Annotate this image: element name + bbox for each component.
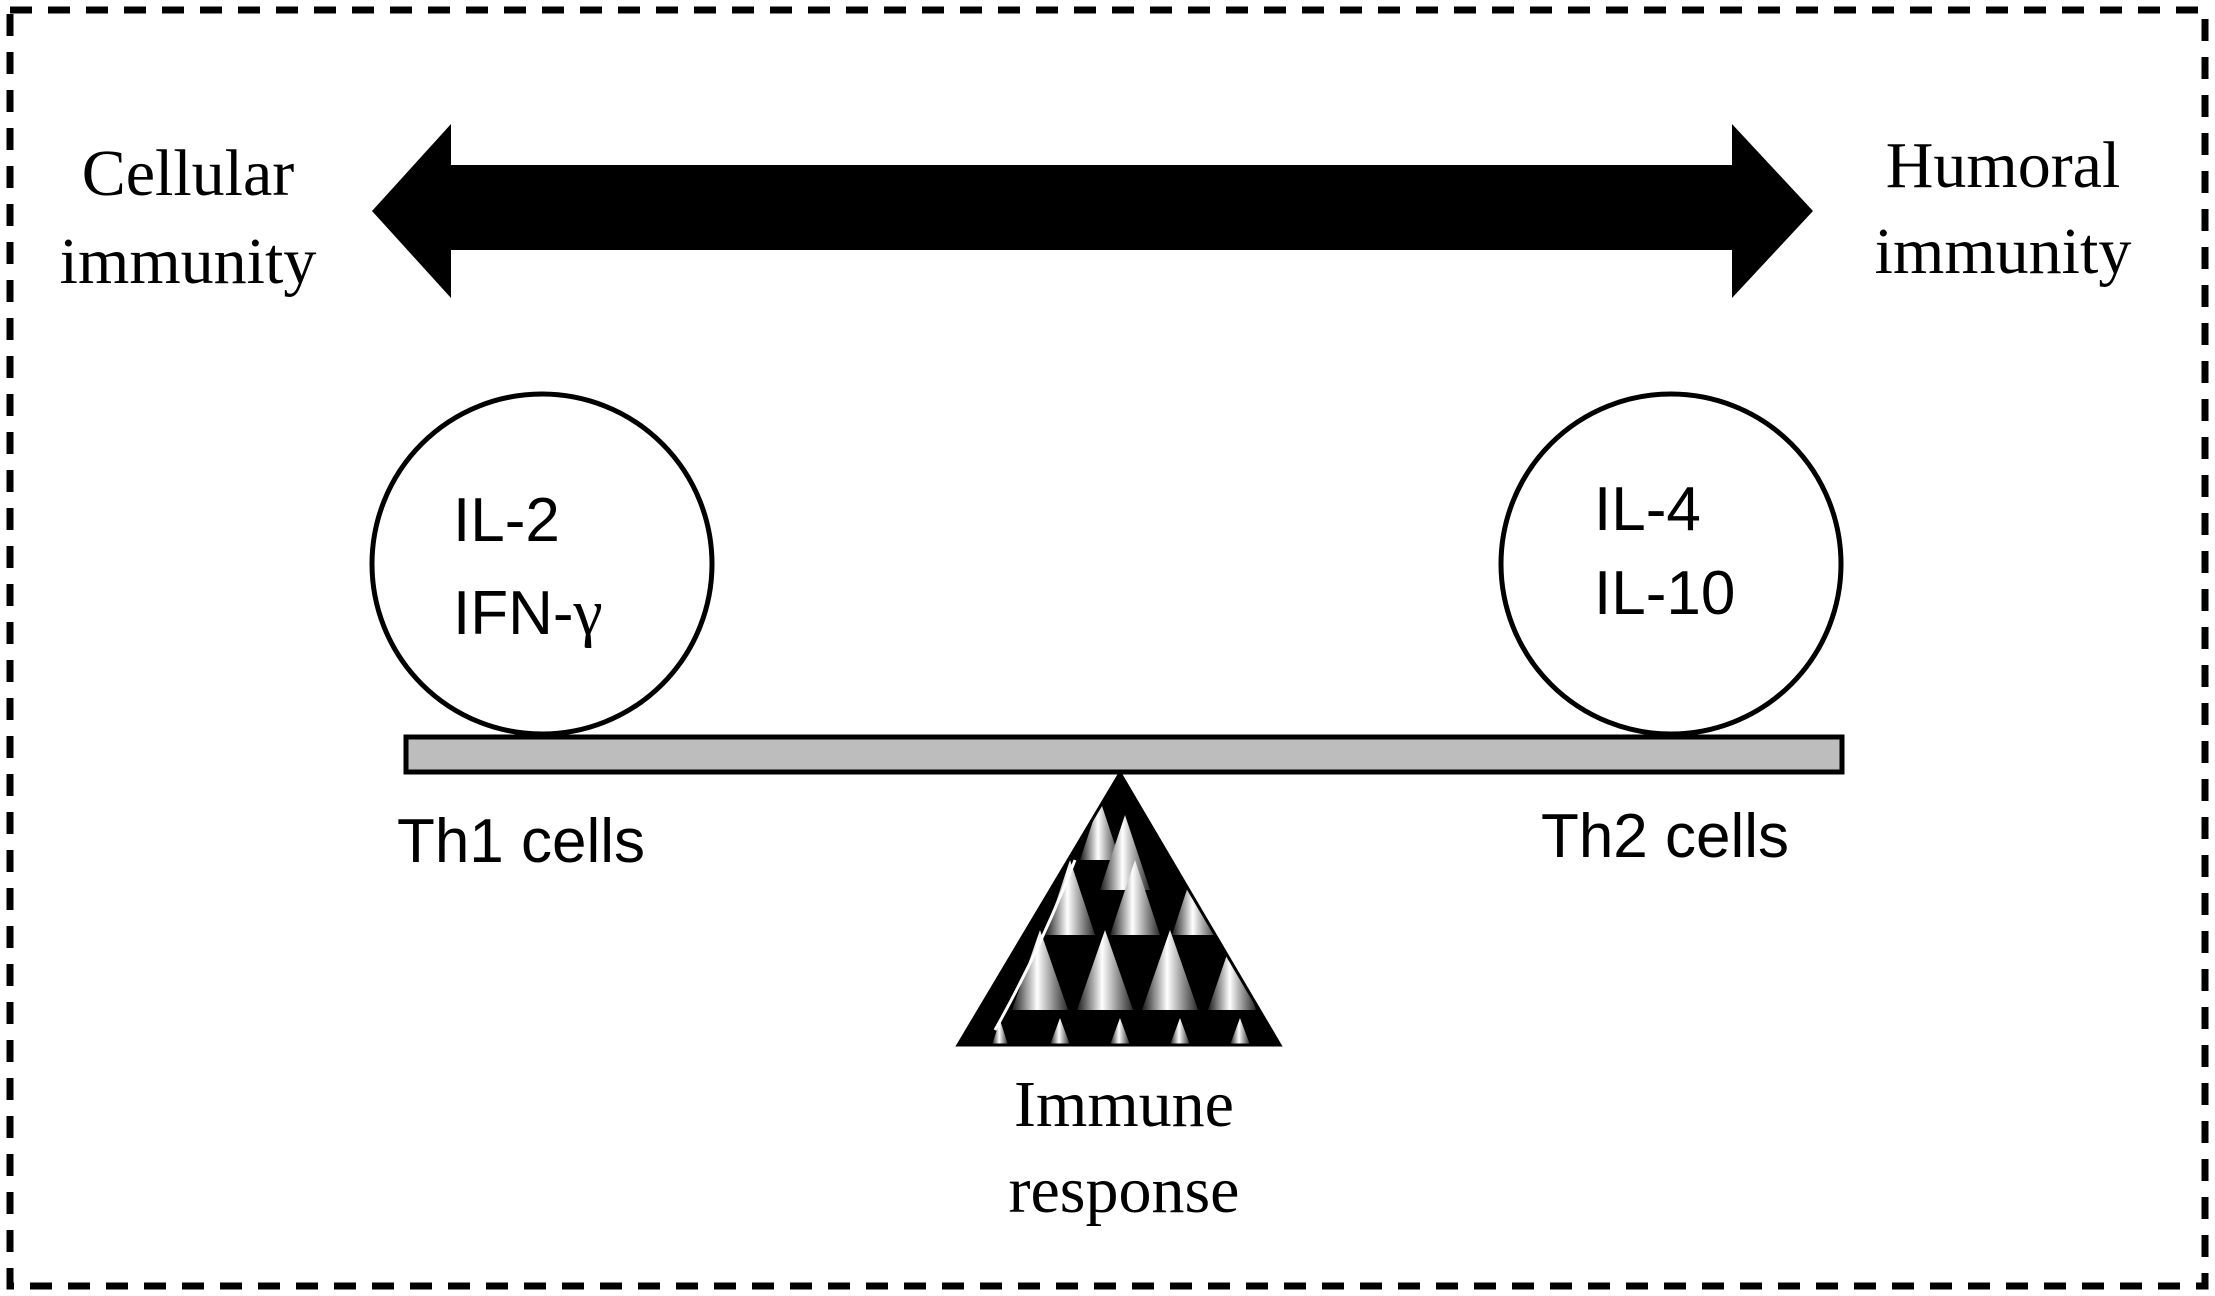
th2-cytokine-il10: IL-10 [1594,559,1735,628]
th1-cells-label: Th1 cells [397,807,645,876]
th1-circle [369,391,715,737]
th2-circle [1498,391,1844,737]
th1-cytokine-il2: IL-2 [453,486,560,555]
gamma-symbol: γ [573,576,603,649]
dashed-frame [6,6,2209,1290]
th2-cells-label: Th2 cells [1541,802,1789,871]
left-pole-label-line2: immunity [60,225,317,298]
fulcrum-label-line1: Immune [1014,1068,1234,1141]
fulcrum-triangle [955,770,1283,1047]
th1-cytokine-ifn-gamma: IFN-γ [453,576,603,649]
th2-cytokine-il4: IL-4 [1594,475,1701,544]
fulcrum-label-line2: response [1009,1154,1240,1227]
right-pole-label-line1: Humoral [1886,129,2121,202]
right-pole-label-line2: immunity [1875,215,2132,288]
double-headed-arrow [372,124,1813,298]
left-pole-label-line1: Cellular [82,137,295,210]
balance-beam [403,734,1845,775]
